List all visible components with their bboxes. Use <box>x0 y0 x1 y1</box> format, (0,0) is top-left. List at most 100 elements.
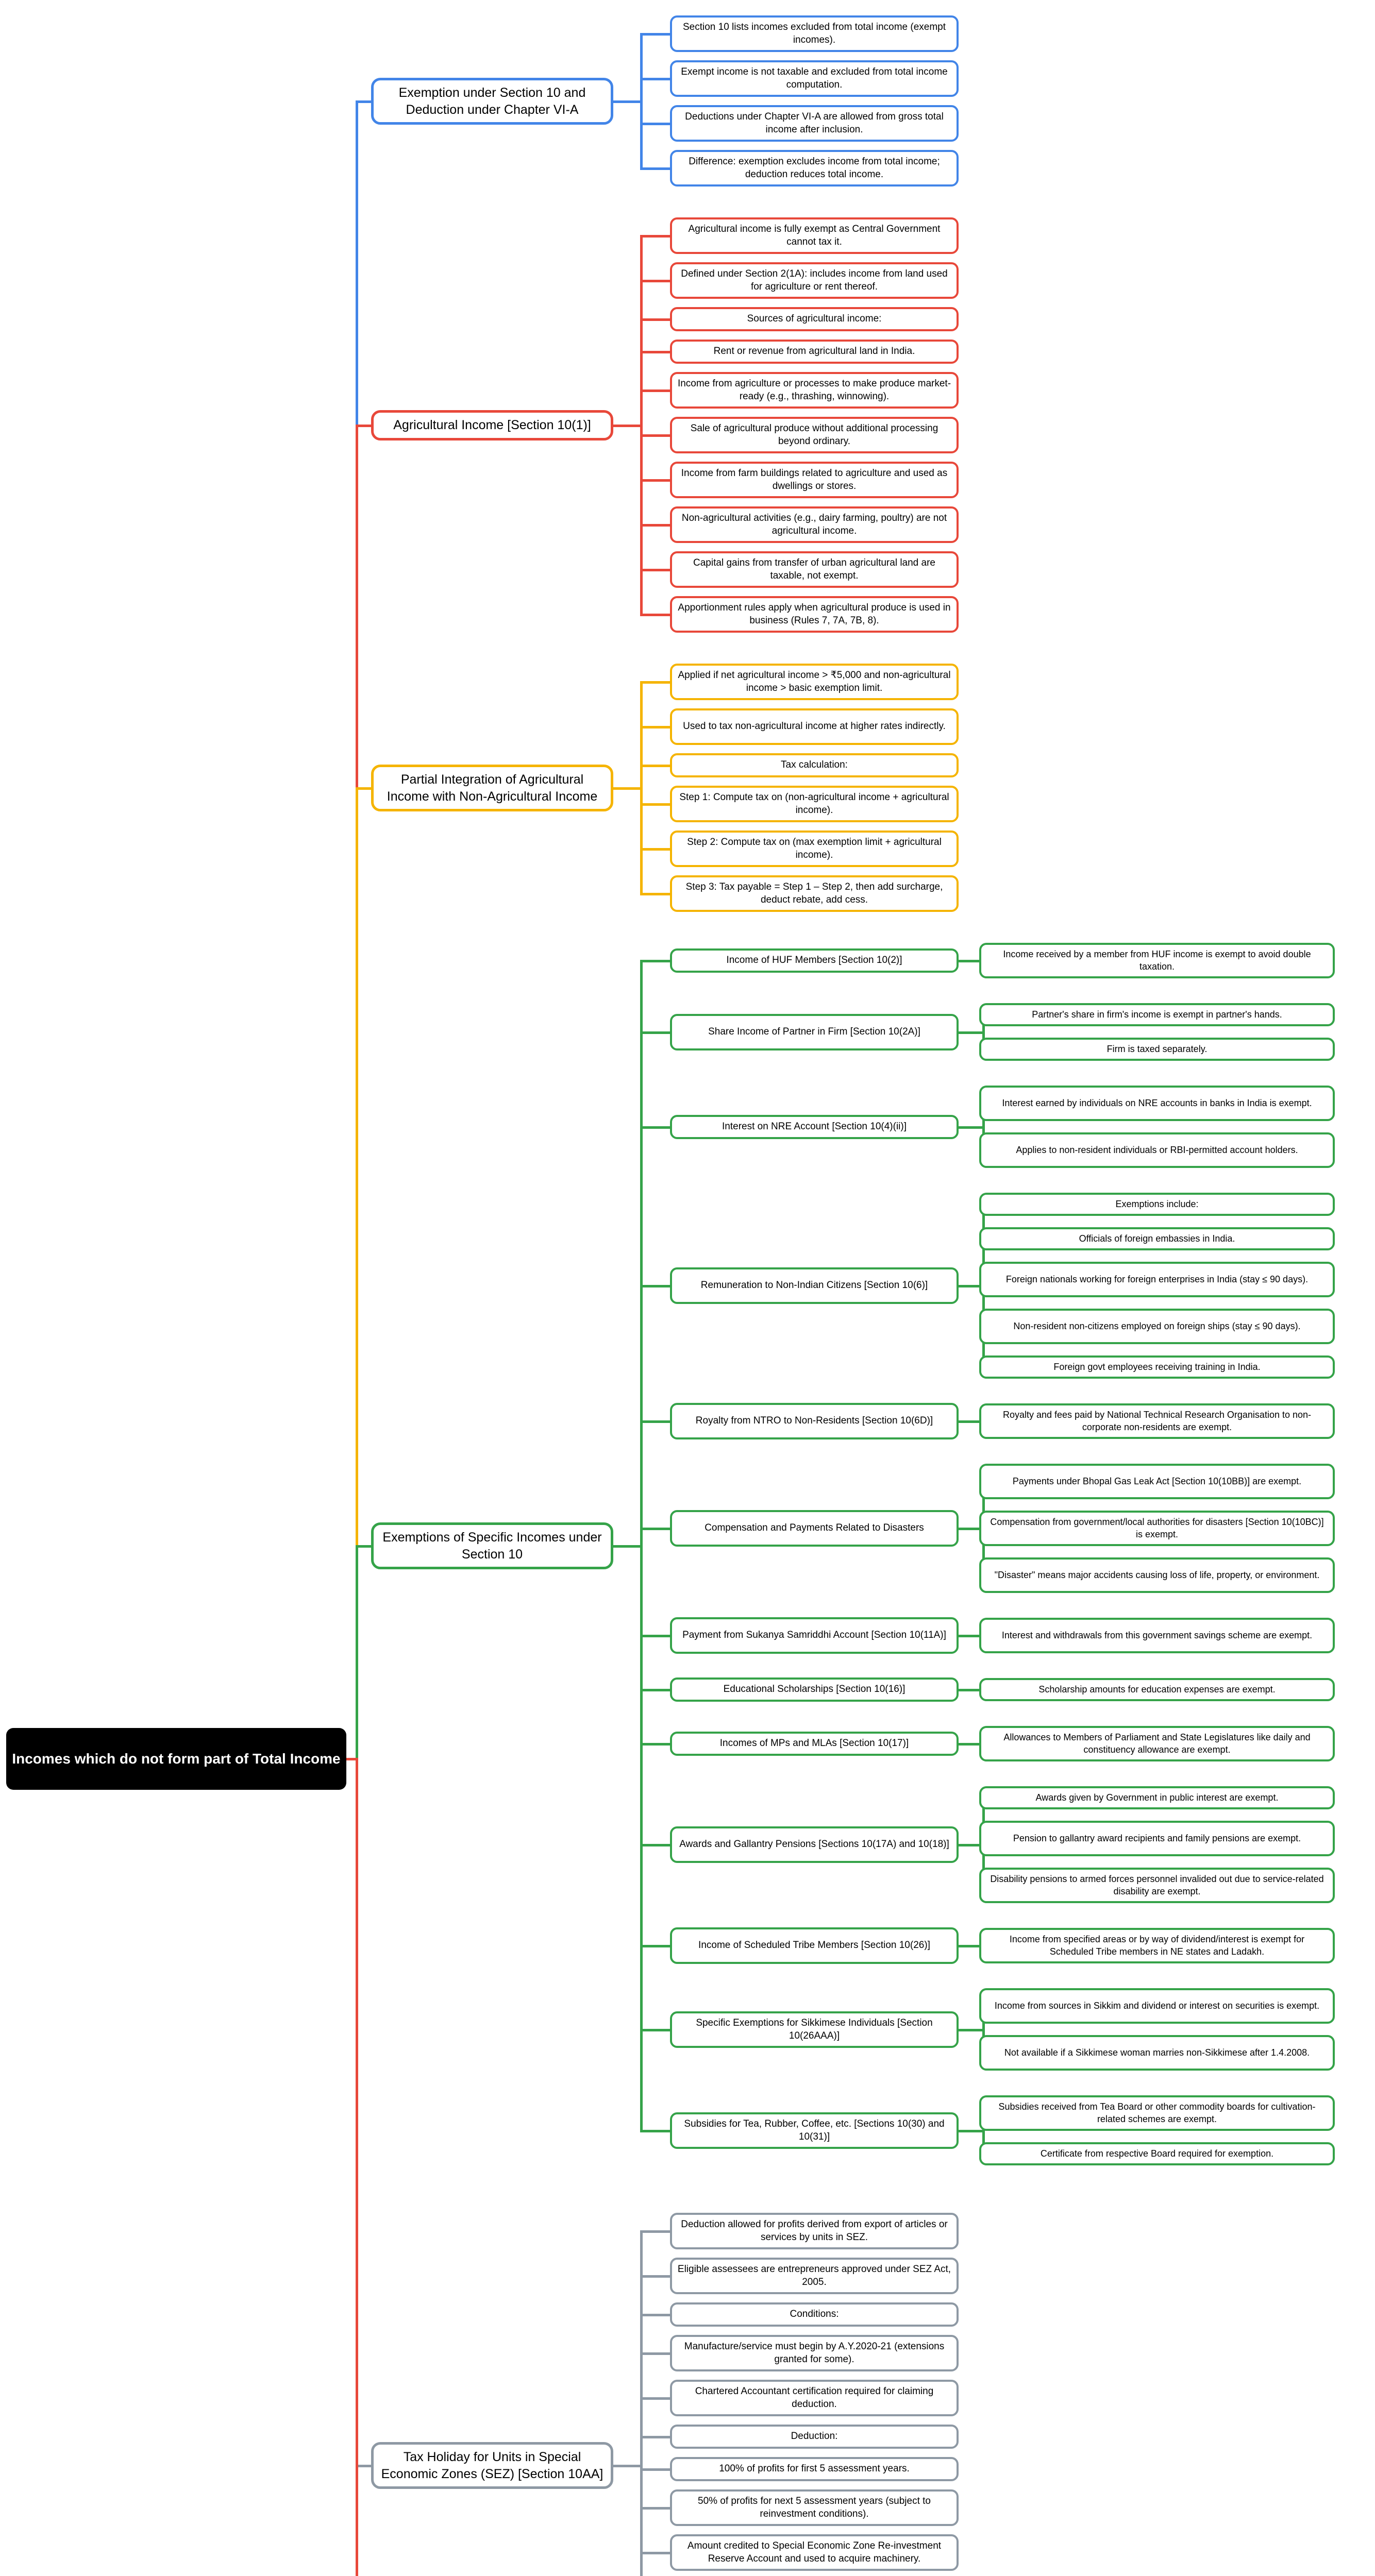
connector-horizontal <box>640 350 670 353</box>
leaf-node[interactable]: Compensation from government/local autho… <box>979 1511 1335 1546</box>
leaf-node[interactable]: Chartered Accountant certification requi… <box>670 2380 959 2416</box>
leaf-node[interactable]: Interest and withdrawals from this gover… <box>979 1618 1335 1653</box>
branch-node-exemptions-specific-incomes[interactable]: Exemptions of Specific Incomes under Sec… <box>371 1522 613 1569</box>
subtopic-node[interactable]: Interest on NRE Account [Section 10(4)(i… <box>670 1115 959 1139</box>
leaf-node-label: Awards given by Government in public int… <box>1035 1792 1279 1803</box>
leaf-node[interactable]: Step 3: Tax payable = Step 1 – Step 2, t… <box>670 875 959 912</box>
leaf-node[interactable]: Income from agriculture or processes to … <box>670 372 959 409</box>
leaf-node[interactable]: Difference: exemption excludes income fr… <box>670 150 959 187</box>
leaf-node[interactable]: Conditions: <box>670 2302 959 2327</box>
branch-node-agricultural-income[interactable]: Agricultural Income [Section 10(1)] <box>371 410 613 440</box>
leaf-node[interactable]: Tax calculation: <box>670 753 959 777</box>
subtopic-node-label: Remuneration to Non-Indian Citizens [Sec… <box>700 1280 928 1291</box>
leaf-node[interactable]: Applied if net agricultural income > ₹5,… <box>670 664 959 700</box>
leaf-node[interactable]: Partner's share in firm's income is exem… <box>979 1003 1335 1026</box>
leaf-node[interactable]: Capital gains from transfer of urban agr… <box>670 551 959 588</box>
leaf-node[interactable]: Foreign nationals working for foreign en… <box>979 1262 1335 1297</box>
leaf-node[interactable]: Subsidies received from Tea Board or oth… <box>979 2095 1335 2131</box>
leaf-node-label: Conditions: <box>790 2309 839 2320</box>
subtopic-node[interactable]: Subsidies for Tea, Rubber, Coffee, etc. … <box>670 2112 959 2149</box>
connector-horizontal <box>640 2468 670 2471</box>
leaf-node-label: Eligible assessees are entrepreneurs app… <box>677 2263 951 2287</box>
leaf-node[interactable]: Awards given by Government in public int… <box>979 1786 1335 1809</box>
subtopic-node-label: Share Income of Partner in Firm [Section… <box>708 1026 920 1038</box>
connector-horizontal <box>640 2551 670 2554</box>
connector-vertical <box>356 1546 358 1759</box>
leaf-node-label: Pension to gallantry award recipients an… <box>1013 1833 1301 1843</box>
leaf-node[interactable]: Eligible assessees are entrepreneurs app… <box>670 2258 959 2294</box>
leaf-node[interactable]: Officials of foreign embassies in India. <box>979 1227 1335 1250</box>
leaf-node[interactable]: Pension to gallantry award recipients an… <box>979 1821 1335 1856</box>
leaf-node-label: Rent or revenue from agricultural land i… <box>713 346 915 357</box>
subtopic-node[interactable]: Educational Scholarships [Section 10(16)… <box>670 1677 959 1702</box>
subtopic-node[interactable]: Remuneration to Non-Indian Citizens [Sec… <box>670 1267 959 1304</box>
leaf-node[interactable]: Section 10 lists incomes excluded from t… <box>670 15 959 52</box>
leaf-node[interactable]: Deductions under Chapter VI-A are allowe… <box>670 105 959 142</box>
leaf-node[interactable]: Agricultural income is fully exempt as C… <box>670 217 959 254</box>
subtopic-node-label: Subsidies for Tea, Rubber, Coffee, etc. … <box>684 2118 945 2142</box>
leaf-node[interactable]: Disability pensions to armed forces pers… <box>979 1868 1335 1903</box>
leaf-node[interactable]: Income received by a member from HUF inc… <box>979 943 1335 978</box>
leaf-node[interactable]: Applies to non-resident individuals or R… <box>979 1132 1335 1168</box>
branch-node-agricultural-income-label: Agricultural Income [Section 10(1)] <box>393 418 591 433</box>
leaf-node-label: Applied if net agricultural income > ₹5,… <box>678 669 951 693</box>
leaf-node[interactable]: Income from farm buildings related to ag… <box>670 462 959 498</box>
connector-horizontal <box>613 787 643 790</box>
subtopic-node[interactable]: Incomes of MPs and MLAs [Section 10(17)] <box>670 1732 959 1756</box>
leaf-node[interactable]: Not available if a Sikkimese woman marri… <box>979 2035 1335 2071</box>
subtopic-node[interactable]: Income of Scheduled Tribe Members [Secti… <box>670 1927 959 1964</box>
leaf-node[interactable]: Apportionment rules apply when agricultu… <box>670 596 959 633</box>
leaf-node[interactable]: Manufacture/service must begin by A.Y.20… <box>670 2335 959 2371</box>
subtopic-node[interactable]: Specific Exemptions for Sikkimese Indivi… <box>670 2011 959 2048</box>
connector-horizontal <box>640 523 670 527</box>
leaf-node[interactable]: Income from sources in Sikkim and divide… <box>979 1988 1335 2024</box>
connector-horizontal <box>640 434 670 437</box>
leaf-node[interactable]: Deduction allowed for profits derived fr… <box>670 2213 959 2249</box>
leaf-node[interactable]: Sources of agricultural income: <box>670 307 959 331</box>
leaf-node[interactable]: Deduction: <box>670 2425 959 2449</box>
leaf-node[interactable]: 100% of profits for first 5 assessment y… <box>670 2457 959 2481</box>
leaf-node[interactable]: Step 2: Compute tax on (max exemption li… <box>670 831 959 867</box>
leaf-node[interactable]: Firm is taxed separately. <box>979 1038 1335 1061</box>
subtopic-node[interactable]: Payment from Sukanya Samriddhi Account [… <box>670 1617 959 1654</box>
connector-horizontal <box>640 681 670 684</box>
branch-node-sez-tax-holiday[interactable]: Tax Holiday for Units in Special Economi… <box>371 2442 613 2489</box>
leaf-node[interactable]: Exemptions include: <box>979 1193 1335 1216</box>
leaf-node[interactable]: Defined under Section 2(1A): includes in… <box>670 262 959 299</box>
connector-horizontal <box>640 32 670 36</box>
branch-node-partial-integration[interactable]: Partial Integration of Agricultural Inco… <box>371 765 613 811</box>
leaf-node[interactable]: Amount credited to Special Economic Zone… <box>670 2534 959 2571</box>
leaf-node[interactable]: Non-agricultural activities (e.g., dairy… <box>670 506 959 543</box>
branch-node-exemption-sec10-chaptervia[interactable]: Exemption under Section 10 and Deduction… <box>371 78 613 125</box>
leaf-node[interactable]: 50% of profits for next 5 assessment yea… <box>670 2489 959 2526</box>
leaf-node[interactable]: Foreign govt employees receiving trainin… <box>979 1355 1335 1379</box>
leaf-node[interactable]: Interest earned by individuals on NRE ac… <box>979 1086 1335 1121</box>
leaf-node[interactable]: Rent or revenue from agricultural land i… <box>670 340 959 364</box>
subtopic-node-label: Awards and Gallantry Pensions [Sections … <box>679 1839 949 1850</box>
connector-horizontal <box>640 1420 670 1423</box>
leaf-node-label: Sources of agricultural income: <box>747 313 882 325</box>
leaf-node[interactable]: Exempt income is not taxable and exclude… <box>670 60 959 97</box>
leaf-node[interactable]: "Disaster" means major accidents causing… <box>979 1557 1335 1593</box>
subtopic-node[interactable]: Awards and Gallantry Pensions [Sections … <box>670 1826 959 1863</box>
leaf-node[interactable]: Payments under Bhopal Gas Leak Act [Sect… <box>979 1464 1335 1499</box>
subtopic-node[interactable]: Income of HUF Members [Section 10(2)] <box>670 948 959 973</box>
leaf-node-label: Deductions under Chapter VI-A are allowe… <box>685 111 944 135</box>
leaf-node[interactable]: Allowances to Members of Parliament and … <box>979 1726 1335 1761</box>
subtopic-node[interactable]: Compensation and Payments Related to Dis… <box>670 1510 959 1547</box>
leaf-node[interactable]: Used to tax non-agricultural income at h… <box>670 708 959 745</box>
leaf-node-label: Chartered Accountant certification requi… <box>695 2385 934 2410</box>
leaf-node[interactable]: Certificate from respective Board requir… <box>979 2142 1335 2165</box>
leaf-node[interactable]: Scholarship amounts for education expens… <box>979 1678 1335 1701</box>
leaf-node-label: Partner's share in firm's income is exem… <box>1032 1009 1282 1020</box>
leaf-node[interactable]: Sale of agricultural produce without add… <box>670 417 959 453</box>
leaf-node[interactable]: Royalty and fees paid by National Techni… <box>979 1403 1335 1439</box>
subtopic-node[interactable]: Share Income of Partner in Firm [Section… <box>670 1014 959 1050</box>
subtopic-node[interactable]: Royalty from NTRO to Non-Residents [Sect… <box>670 1403 959 1439</box>
leaf-node[interactable]: Step 1: Compute tax on (non-agricultural… <box>670 786 959 822</box>
leaf-node[interactable]: Income from specified areas or by way of… <box>979 1928 1335 1963</box>
leaf-node[interactable]: Non-resident non-citizens employed on fo… <box>979 1309 1335 1344</box>
connector-horizontal <box>613 424 643 427</box>
root-node[interactable]: Incomes which do not form part of Total … <box>6 1728 346 1790</box>
leaf-node-label: 100% of profits for first 5 assessment y… <box>719 2463 910 2475</box>
